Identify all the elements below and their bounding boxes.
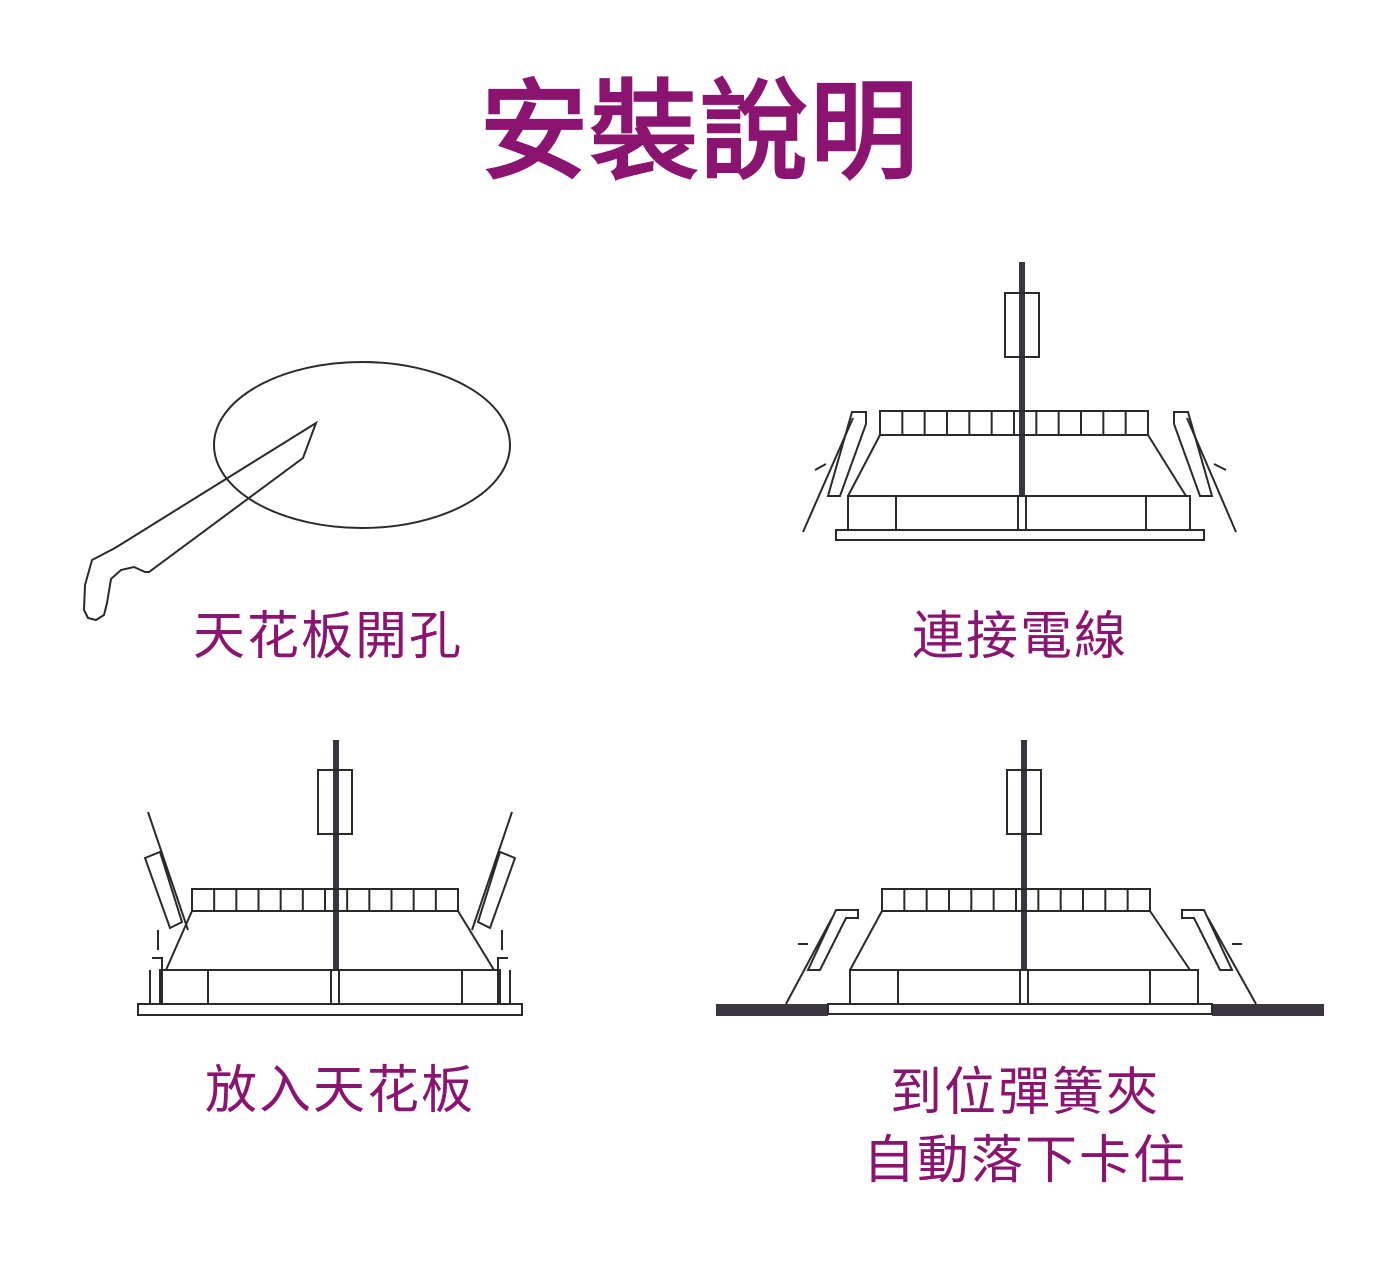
step-1-caption: 天花板開孔 — [192, 607, 463, 667]
ceiling-left — [716, 1004, 828, 1016]
step-1-illustration — [82, 361, 511, 622]
step-2-illustration — [802, 262, 1237, 541]
step-3-caption: 放入天花板 — [204, 1061, 475, 1121]
step-3-illustration — [137, 740, 523, 1016]
step-2-caption: 連接電線 — [911, 607, 1128, 667]
page-title: 安裝說明 — [479, 70, 920, 195]
step-4-illustration — [716, 740, 1324, 1016]
ceiling-right — [1212, 1004, 1324, 1016]
step-4-caption: 到位彈簧夾 自動落下卡住 — [862, 1063, 1187, 1191]
